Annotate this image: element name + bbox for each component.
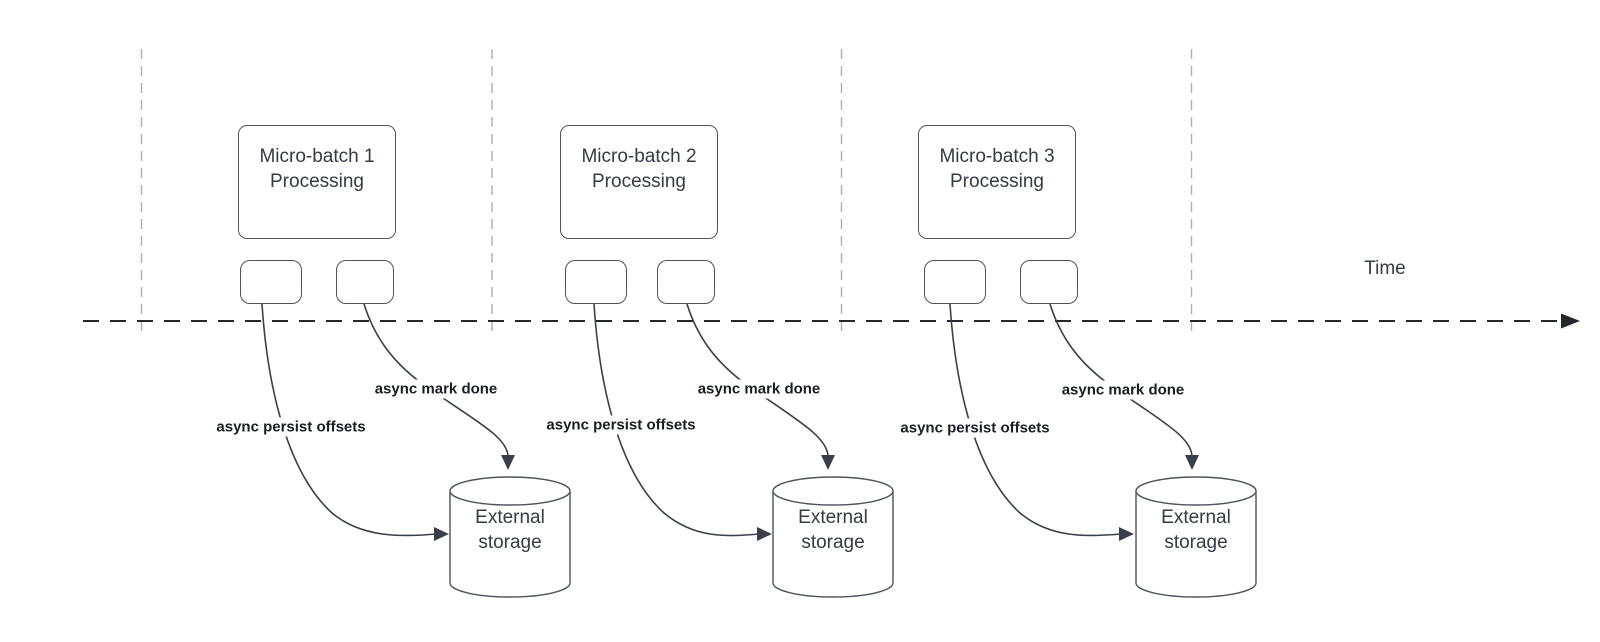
external-storage-label-1-line1: External <box>475 507 545 528</box>
external-storage-cylinder-2 <box>772 491 894 598</box>
external-storage-cylinder-3 <box>1135 491 1257 598</box>
offset-task-box-2 <box>565 260 627 304</box>
external-storage-label-3-line2: storage <box>1164 532 1228 553</box>
external-storage-label-2-line1: External <box>798 507 868 528</box>
time-axis-label: Time <box>1364 258 1406 279</box>
mark-done-task-box-3 <box>1020 260 1078 304</box>
time-axis-arrowhead-icon <box>1561 313 1580 329</box>
external-storage-label-2-line2: storage <box>801 532 865 553</box>
mark-done-arrowhead-icon-2 <box>821 455 835 470</box>
external-storage-cylinder-1 <box>449 491 571 598</box>
micro-batch-3-title-line2: Processing <box>950 171 1044 192</box>
external-storage-cylinder-top-3 <box>1135 476 1257 506</box>
mark-done-label-1: async mark done <box>370 379 502 399</box>
persist-offsets-arrow-3 <box>949 303 1122 537</box>
micro-batch-2-processing-box: Micro-batch 2 Processing <box>560 125 718 239</box>
persist-offsets-label-3: async persist offsets <box>896 418 1054 438</box>
micro-batch-3-processing-box: Micro-batch 3 Processing <box>918 125 1076 239</box>
mark-done-label-3: async mark done <box>1057 380 1189 400</box>
external-storage-label-3-line1: External <box>1161 507 1231 528</box>
mark-done-arrowhead-icon-1 <box>501 455 515 470</box>
offset-task-box-3 <box>924 260 986 304</box>
mark-done-arrowhead-icon-3 <box>1185 455 1199 470</box>
persist-offsets-arrowhead-icon-1 <box>434 527 449 541</box>
micro-batch-1-processing-box: Micro-batch 1 Processing <box>238 125 396 239</box>
micro-batch-2-title-line1: Micro-batch 2 <box>581 146 697 167</box>
external-storage-cylinder-top-2 <box>772 476 894 506</box>
micro-batch-3-title-line1: Micro-batch 3 <box>939 146 1055 167</box>
persist-offsets-arrowhead-icon-2 <box>757 527 772 541</box>
external-storage-label-2: External storage <box>773 505 893 555</box>
persist-offsets-label-2: async persist offsets <box>542 415 700 435</box>
external-storage-label-1: External storage <box>450 505 570 555</box>
external-storage-cylinder-top-1 <box>449 476 571 506</box>
mark-done-task-box-2 <box>657 260 715 304</box>
mark-done-label-2: async mark done <box>693 379 825 399</box>
micro-batch-1-title-line2: Processing <box>270 171 364 192</box>
persist-offsets-arrow-2 <box>593 303 760 537</box>
persist-offsets-arrow-1 <box>261 303 437 537</box>
offset-task-box-1 <box>240 260 302 304</box>
persist-offsets-label-1: async persist offsets <box>212 417 370 437</box>
micro-batch-2-title-line2: Processing <box>592 171 686 192</box>
external-storage-label-3: External storage <box>1136 505 1256 555</box>
external-storage-label-1-line2: storage <box>478 532 542 553</box>
micro-batch-1-title-line1: Micro-batch 1 <box>259 146 375 167</box>
mark-done-task-box-1 <box>336 260 394 304</box>
persist-offsets-arrowhead-icon-3 <box>1119 527 1134 541</box>
